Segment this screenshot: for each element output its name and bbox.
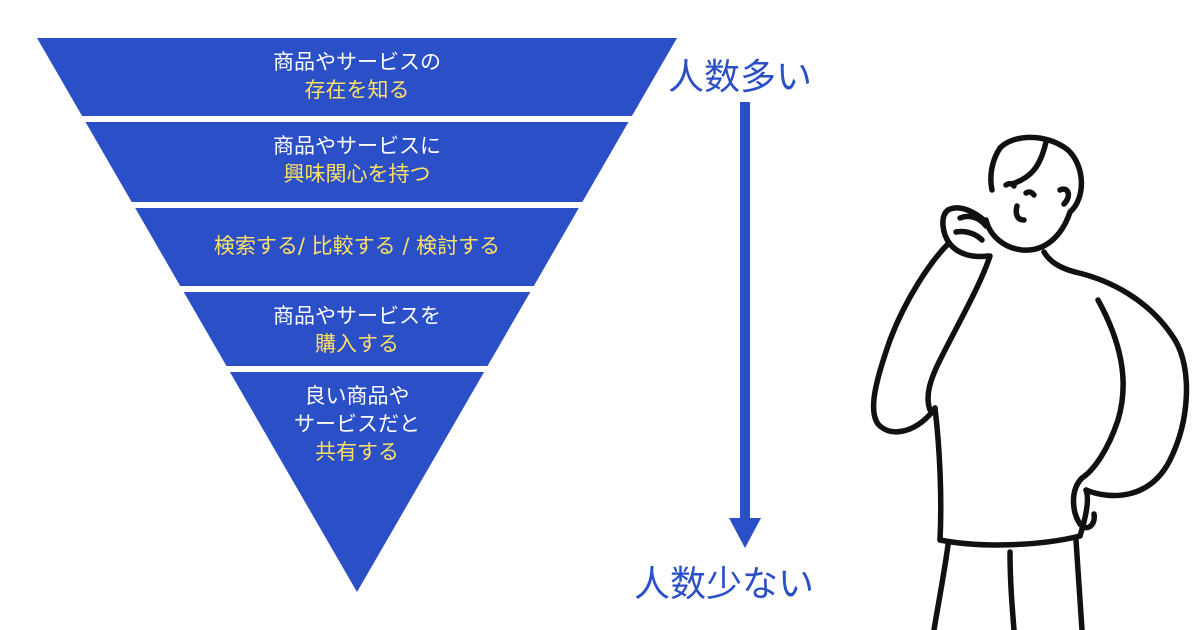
funnel-stage-2-line-2: 興味関心を持つ (283, 162, 431, 186)
funnel-stage-5-line-2: サービスだと (294, 412, 420, 436)
funnel-stage-4-line-2: 購入する (315, 332, 399, 356)
arrow-head (729, 518, 761, 548)
funnel-stage-4-line-1: 商品やサービスを (273, 304, 441, 328)
funnel-stage-label-4: 商品やサービスを購入する (157, 302, 557, 358)
funnel-stage-5-line-1: 良い商品や (304, 384, 410, 408)
funnel-stage-label-2: 商品やサービスに興味関心を持つ (157, 132, 557, 188)
thinking-person-icon (870, 134, 1190, 630)
funnel (37, 38, 677, 592)
scale-bottom-label: 人数少ない (634, 564, 815, 605)
funnel-stage-3-line-1: 検索する/ 比較する / 検討する (213, 234, 501, 258)
funnel-stage-label-1: 商品やサービスの存在を知る (157, 48, 557, 104)
funnel-stage-label-5: 良い商品やサービスだと共有する (157, 382, 557, 466)
scale-top-label: 人数多い (668, 57, 813, 98)
funnel-stage-1-line-1: 商品やサービスの (273, 50, 441, 74)
funnel-stage-1 (37, 38, 677, 116)
funnel-stage-label-3: 検索する/ 比較する / 検討する (157, 232, 557, 260)
funnel-stage-5-line-3: 共有する (315, 440, 399, 464)
scale-arrow (729, 102, 761, 548)
funnel-stage-2-line-1: 商品やサービスに (273, 134, 441, 158)
funnel-stage-3 (135, 208, 579, 286)
funnel-stage-4 (183, 292, 531, 366)
funnel-stage-5 (229, 372, 485, 592)
funnel-stage-1-line-2: 存在を知る (304, 78, 410, 102)
funnel-stage-2 (85, 122, 629, 202)
